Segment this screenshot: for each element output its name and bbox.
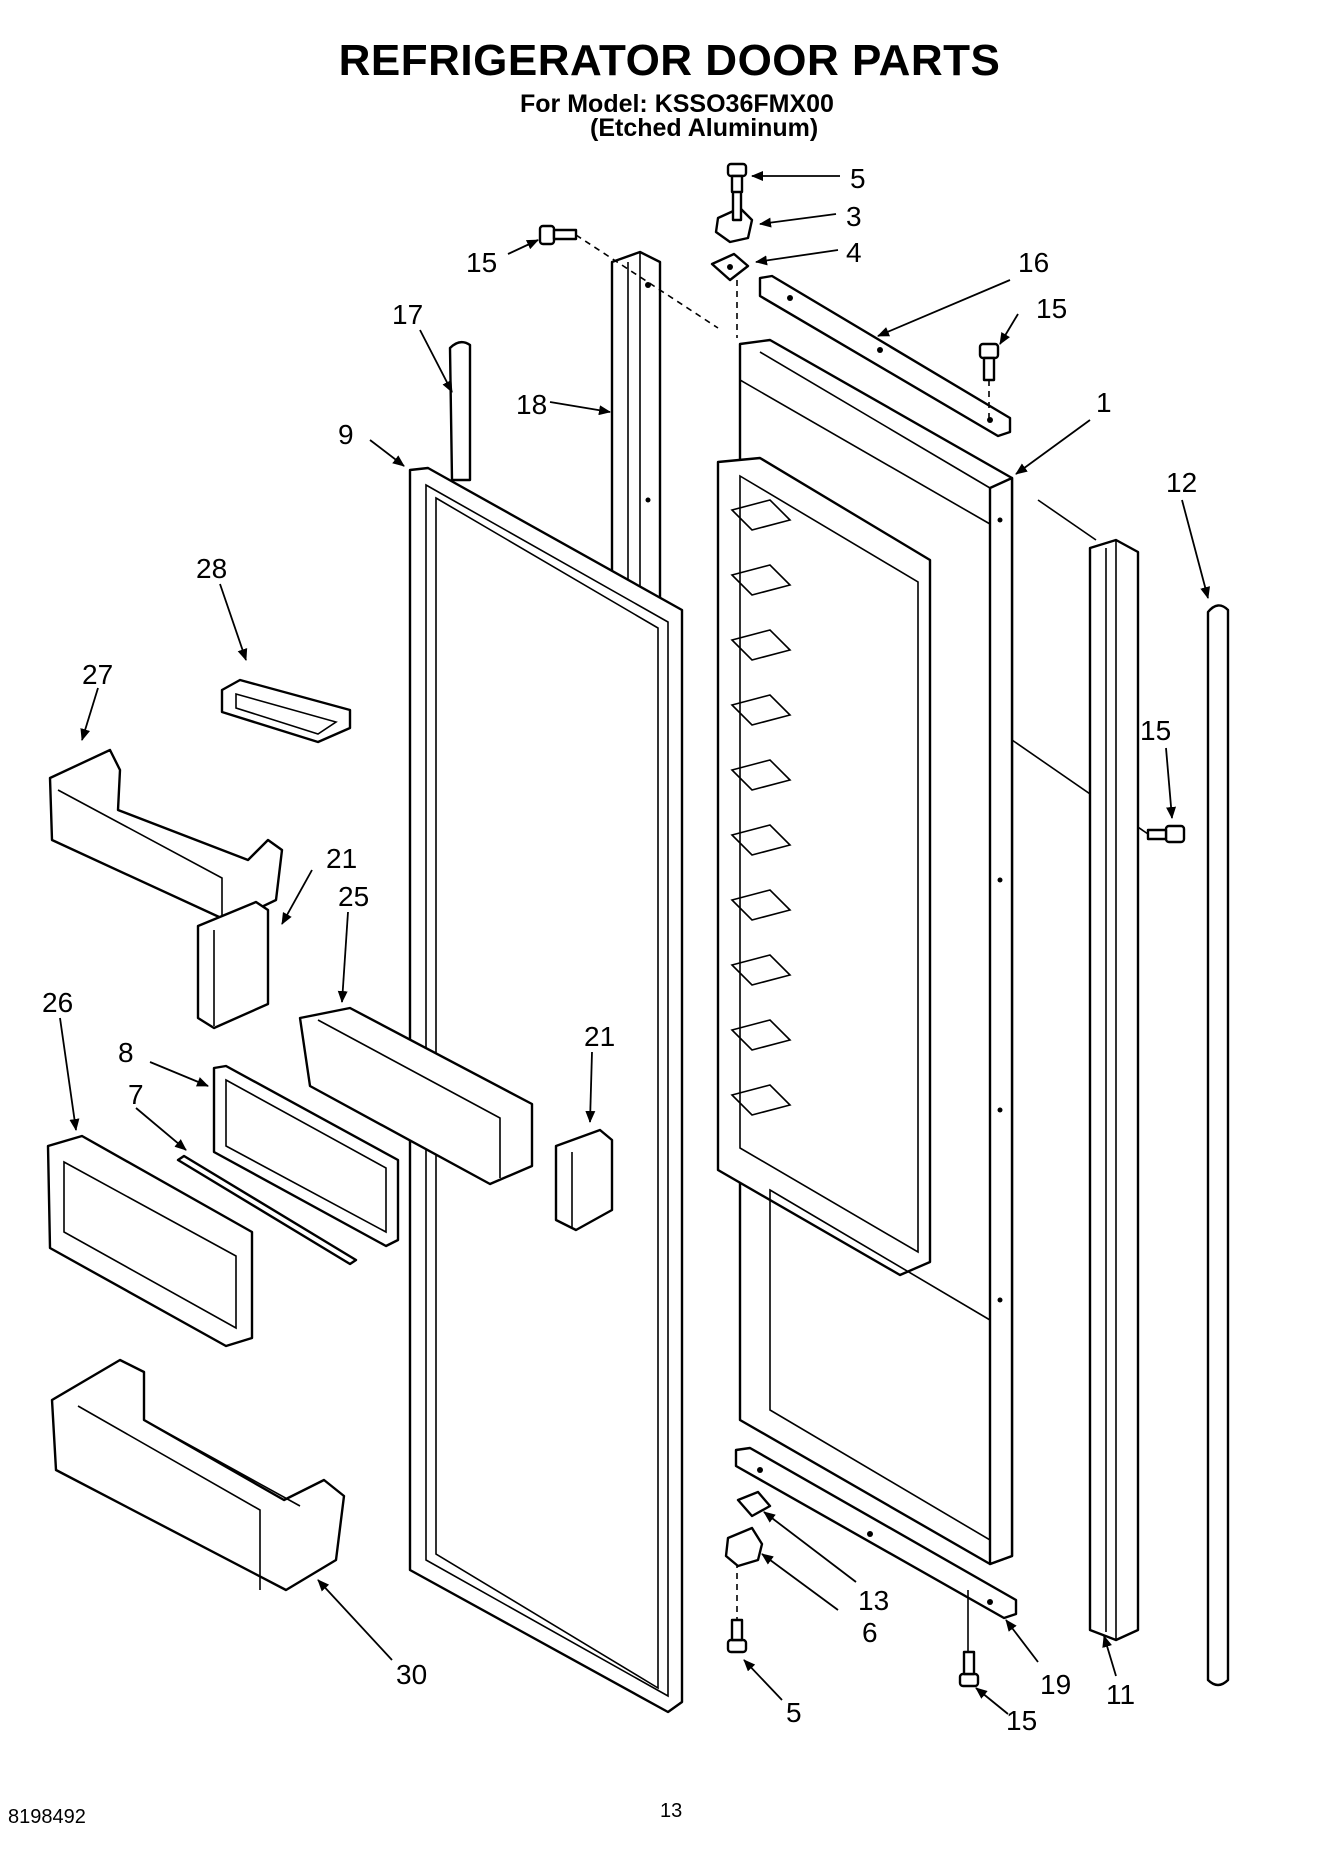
part-17-strip <box>448 340 472 482</box>
part-27-door-bin <box>48 748 284 924</box>
callout-4: 4 <box>846 237 862 268</box>
part-28-small-bin <box>220 678 352 744</box>
callout-15-side: 15 <box>1140 715 1171 746</box>
callout-28: 28 <box>196 553 227 584</box>
finish-note: (Etched Aluminum) <box>590 114 819 142</box>
part-19-bottom-channel <box>734 1446 1018 1620</box>
callout-15-top-right: 15 <box>1036 293 1067 324</box>
callout-1: 1 <box>1096 387 1112 418</box>
callout-15-bottom: 15 <box>1006 1705 1037 1736</box>
callout-12: 12 <box>1166 467 1197 498</box>
part-7-rod <box>176 1154 358 1266</box>
part-26-front-cover <box>46 1134 254 1348</box>
part-3-top-hinge <box>714 188 754 244</box>
part-21-lower-bracket <box>554 1128 614 1232</box>
callout-19: 19 <box>1040 1669 1071 1700</box>
callout-21-upper: 21 <box>326 843 357 874</box>
callout-13: 13 <box>858 1585 889 1616</box>
callout-26: 26 <box>42 987 73 1018</box>
callout-16: 16 <box>1018 247 1049 278</box>
model-number: For Model: KSSO36FMX00 <box>520 90 834 118</box>
part-25-housing <box>298 1006 534 1186</box>
part-5-screw-top <box>726 162 748 194</box>
callout-5-top: 5 <box>850 163 866 194</box>
callout-25: 25 <box>338 881 369 912</box>
callout-18: 18 <box>516 389 547 420</box>
callout-30: 30 <box>396 1659 427 1690</box>
callout-3: 3 <box>846 201 862 232</box>
callout-27: 27 <box>82 659 113 690</box>
callout-7: 7 <box>128 1079 144 1110</box>
part-9-gasket <box>408 466 684 1714</box>
part-21-upper-bracket <box>196 900 270 1030</box>
part-15-screw-side <box>1146 824 1186 844</box>
part-16-top-channel <box>758 274 1012 438</box>
part-13-hinge-shim <box>736 1490 772 1518</box>
callout-9: 9 <box>338 419 354 450</box>
part-4-hinge-shim <box>710 252 750 282</box>
leader-lines <box>59 171 1211 1715</box>
page-title: REFRIGERATOR DOOR PARTS <box>338 36 1001 85</box>
part-30-large-bin <box>50 1358 346 1592</box>
part-11-side-trim <box>1037 499 1140 1642</box>
callout-11: 11 <box>1106 1679 1135 1710</box>
document-number: 8198492 <box>8 1806 86 1828</box>
part-15-screw-top-right <box>978 342 1000 382</box>
part-12-strip <box>1206 604 1230 1687</box>
callout-8: 8 <box>118 1037 134 1068</box>
part-15-screw-bottom <box>958 1650 980 1688</box>
callout-5-bottom: 5 <box>786 1697 802 1728</box>
part-6-bottom-hinge <box>724 1526 764 1568</box>
callout-21-lower: 21 <box>584 1021 615 1052</box>
page-number: 13 <box>660 1800 683 1822</box>
callout-15-top-left: 15 <box>466 247 497 278</box>
callout-17: 17 <box>392 299 423 330</box>
part-5-screw-bottom <box>726 1618 748 1654</box>
part-8-frame <box>212 1064 400 1248</box>
part-15-screw-top-left <box>538 224 578 246</box>
part-1-door <box>716 338 1014 1566</box>
callout-6: 6 <box>862 1617 878 1648</box>
